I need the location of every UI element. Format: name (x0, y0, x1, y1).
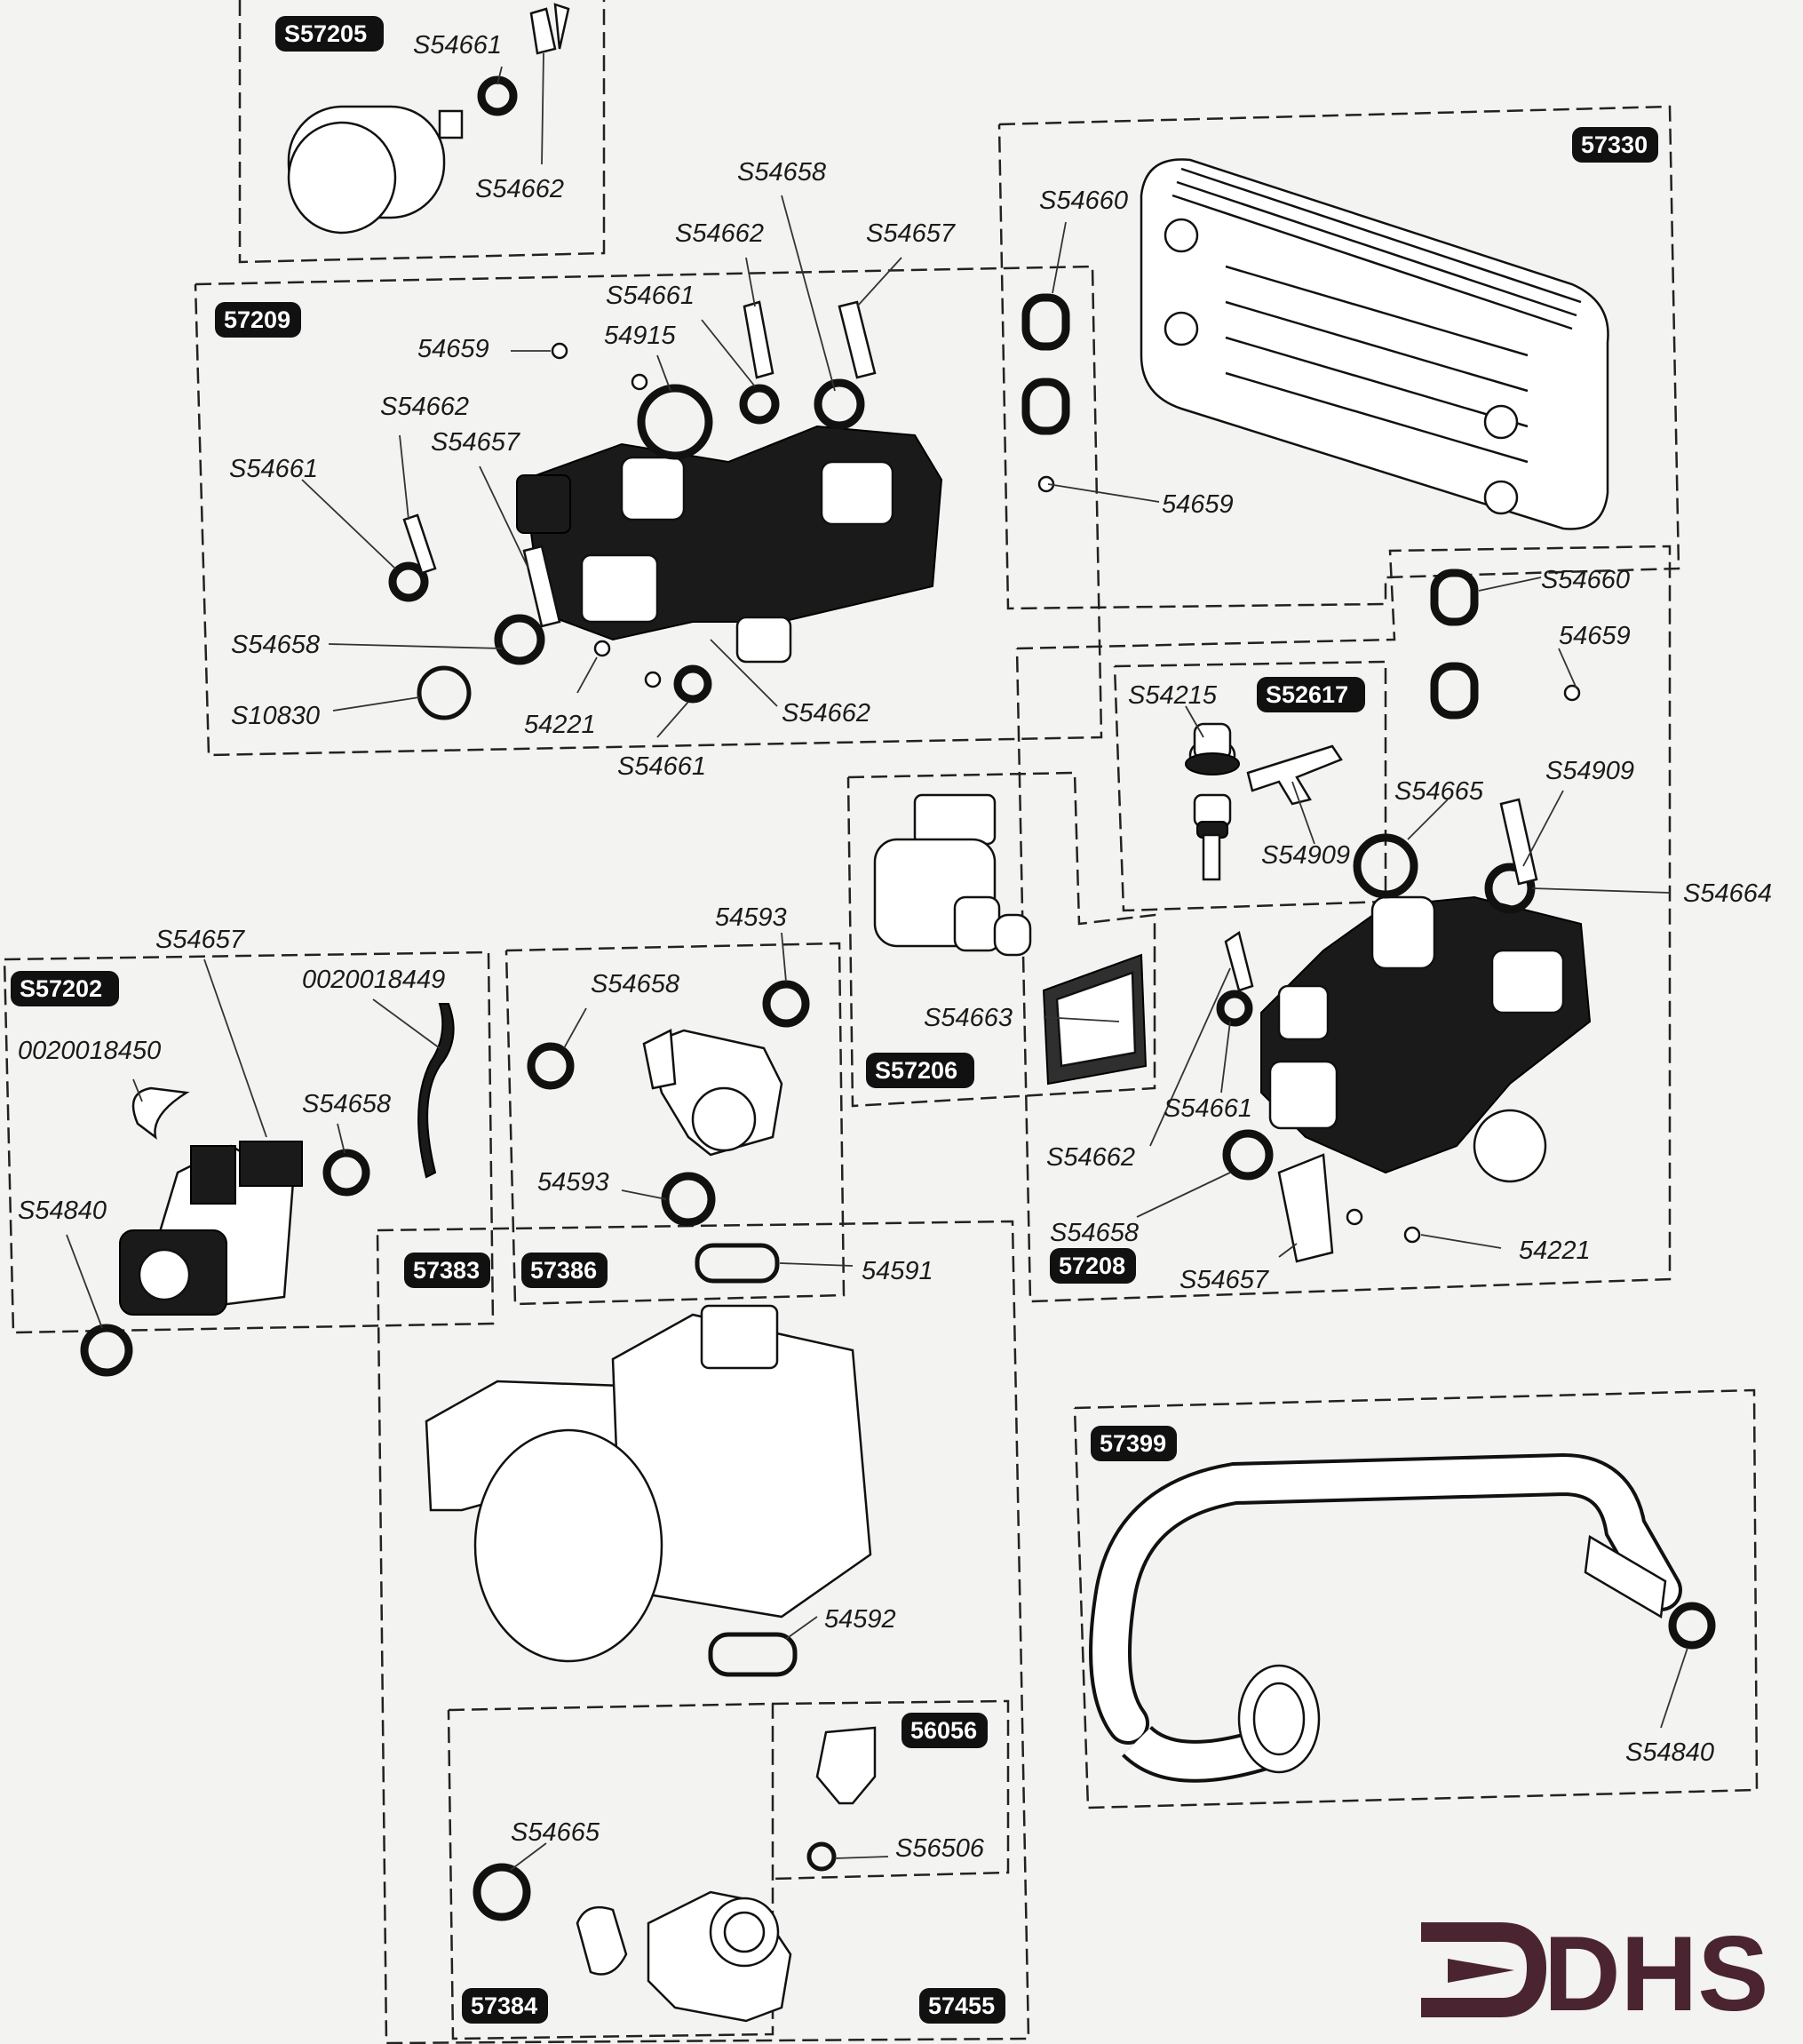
label-s54661-e: S54661 (1164, 1094, 1252, 1123)
label-s54658-b: S54658 (231, 631, 320, 659)
label-s54665-a: S54665 (1394, 777, 1484, 806)
label-s54660-b: S54660 (1541, 566, 1630, 594)
label-54915: 54915 (604, 322, 677, 350)
label-54659-b: 54659 (1162, 490, 1234, 519)
label-s54662-c: S54662 (380, 393, 469, 421)
hydraulic-block-right-drawing (1216, 798, 1592, 1263)
label-s54662-d: S54662 (782, 699, 870, 728)
label-s54660-a: S54660 (1039, 187, 1128, 215)
group-box-57330 (997, 105, 1680, 610)
badge-s57202: S57202 (20, 975, 102, 1002)
pump-outlet-fittings-drawing (473, 1726, 877, 2023)
label-s10830: S10830 (231, 702, 320, 730)
label-s54657-c: S54657 (1179, 1266, 1270, 1294)
badge-57399: 57399 (1100, 1430, 1166, 1457)
label-s54662-e: S54662 (1046, 1143, 1135, 1172)
label-s54909-a: S54909 (1261, 841, 1350, 870)
label-54593-b: 54593 (537, 1168, 609, 1197)
label-s54658-e: S54658 (591, 970, 679, 998)
logo-text: DHS (1544, 1914, 1768, 2033)
label-s54909-b: S54909 (1545, 757, 1634, 785)
label-s54658-d: S54658 (302, 1090, 391, 1118)
label-s54662-b: S54662 (675, 219, 764, 248)
pump-valve-body-drawing (527, 980, 810, 1284)
group-box-57384 (447, 1702, 774, 2040)
assembly-badges: S57205 57209 57330 S52617 S57202 S57206 … (11, 16, 1658, 2024)
bypass-kit-drawing (1185, 722, 1343, 881)
label-s54215: S54215 (1128, 681, 1218, 710)
group-box-56056 (772, 1699, 1010, 1881)
badge-57209: 57209 (224, 306, 290, 333)
hydraulic-block-top-drawing (388, 300, 943, 720)
expansion-vessel-drawing (287, 3, 570, 235)
label-54591: 54591 (862, 1257, 933, 1285)
flexible-hose-drawing (1089, 1452, 1716, 1783)
badge-s57205: S57205 (284, 20, 367, 47)
plate-heat-exchanger-drawing (1021, 158, 1609, 720)
pump-drawing (425, 1304, 872, 1677)
group-box-57399 (1073, 1388, 1759, 1809)
label-54592: 54592 (824, 1605, 896, 1634)
badge-57386: 57386 (530, 1257, 597, 1284)
group-box-57209 (194, 265, 1103, 757)
group-box-s57205 (238, 0, 606, 264)
label-s54661-d: S54661 (617, 752, 706, 781)
label-s54661-a: S54661 (413, 31, 502, 60)
label-54593-a: 54593 (715, 903, 787, 932)
part-number-labels: S54661 S54662 S54658 S54662 S54657 S5466… (18, 31, 1772, 1863)
label-54221-a: 54221 (524, 711, 596, 739)
label-0020018450: 0020018450 (18, 1037, 161, 1065)
group-box-57383 (376, 1220, 1030, 2044)
group-box-57386 (504, 942, 846, 1306)
label-s54662-a: S54662 (475, 175, 564, 203)
badge-57330: 57330 (1581, 131, 1648, 158)
label-s56506: S56506 (895, 1834, 985, 1863)
badge-57384: 57384 (471, 1992, 537, 2019)
label-54659-a: 54659 (417, 335, 489, 363)
badge-56056: 56056 (910, 1717, 977, 1744)
label-s54658-a: S54658 (737, 158, 826, 187)
badge-57455: 57455 (928, 1992, 995, 2019)
label-s54665-b: S54665 (511, 1818, 600, 1847)
leader-lines (66, 52, 1688, 1871)
label-s54664: S54664 (1683, 879, 1772, 908)
label-s54661-b: S54661 (606, 282, 695, 310)
badge-s52617: S52617 (1266, 681, 1348, 708)
group-box-coil-s57206 (846, 771, 1156, 1108)
label-s54657-b: S54657 (431, 428, 521, 457)
group-box-s57202 (3, 950, 495, 1334)
label-s54658-c: S54658 (1050, 1219, 1139, 1247)
label-s54657-d: S54657 (155, 926, 246, 954)
badge-57208: 57208 (1059, 1253, 1125, 1279)
diverter-valve-drawing (80, 1003, 455, 1377)
label-s54663: S54663 (924, 1004, 1013, 1032)
label-54659-c: 54659 (1559, 622, 1631, 650)
label-s54661-c: S54661 (229, 455, 318, 483)
badge-s57206: S57206 (875, 1057, 957, 1084)
group-box-57208 (1015, 545, 1672, 1303)
label-s54657-a: S54657 (866, 219, 957, 248)
label-s54840-a: S54840 (18, 1197, 107, 1225)
badge-57383: 57383 (413, 1257, 480, 1284)
label-54221-b: 54221 (1519, 1237, 1591, 1265)
solenoid-coil-drawing (873, 793, 1148, 1086)
dhs-logo: DHS (1421, 1914, 1768, 2033)
label-0020018449: 0020018449 (302, 966, 445, 994)
label-s54840-b: S54840 (1625, 1738, 1714, 1767)
